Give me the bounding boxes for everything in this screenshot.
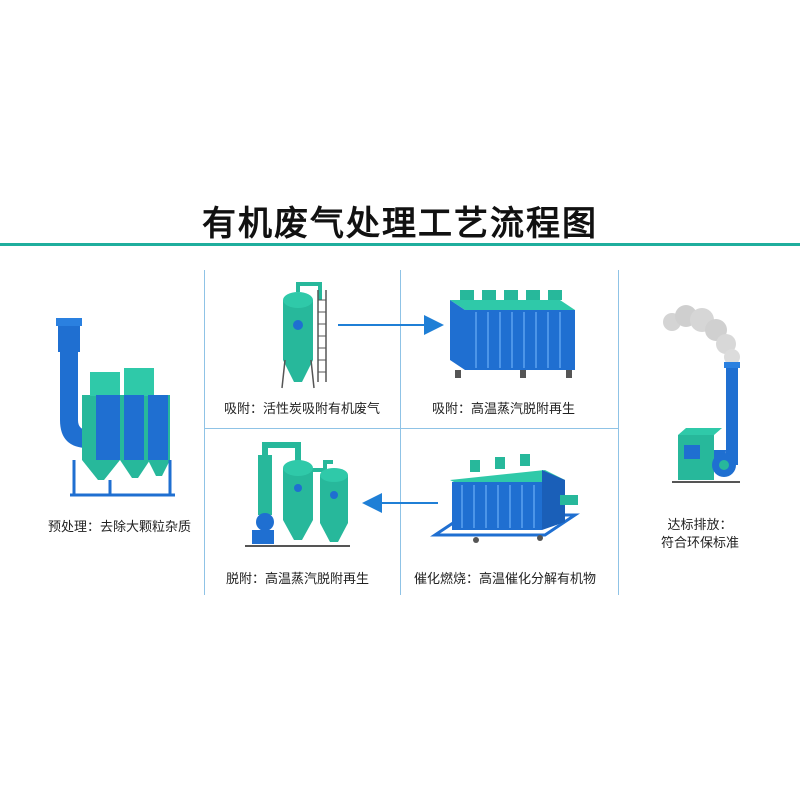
divider-right <box>618 270 619 595</box>
discharge-label-line2: 符合环保标准 <box>660 536 739 551</box>
adsorption-regeneration-unit-icon <box>450 290 575 378</box>
desorption-label: 脱附：高温蒸汽脱附再生 <box>226 572 370 587</box>
divider-horizontal <box>204 428 618 429</box>
page-title: 有机废气处理工艺流程图 <box>202 204 598 244</box>
catalytic-combustion-label: 催化燃烧：高温催化分解有机物 <box>414 572 597 587</box>
adsorption-regeneration-label: 吸附：高温蒸汽脱附再生 <box>432 402 576 417</box>
divider-left <box>204 270 205 595</box>
desorption-equipment-icon <box>245 442 350 547</box>
discharge-stack-icon <box>663 305 740 483</box>
adsorption-label: 吸附：活性炭吸附有机废气 <box>224 402 381 417</box>
discharge-label-line1: 达标排放： <box>667 518 733 533</box>
pretreatment-equipment-icon <box>56 318 175 497</box>
catalytic-combustion-unit-icon <box>430 454 580 543</box>
adsorption-tower-icon <box>281 282 327 389</box>
pretreatment-label: 预处理：去除大颗粒杂质 <box>48 520 192 535</box>
title-underline <box>0 243 800 246</box>
divider-middle <box>400 270 401 595</box>
